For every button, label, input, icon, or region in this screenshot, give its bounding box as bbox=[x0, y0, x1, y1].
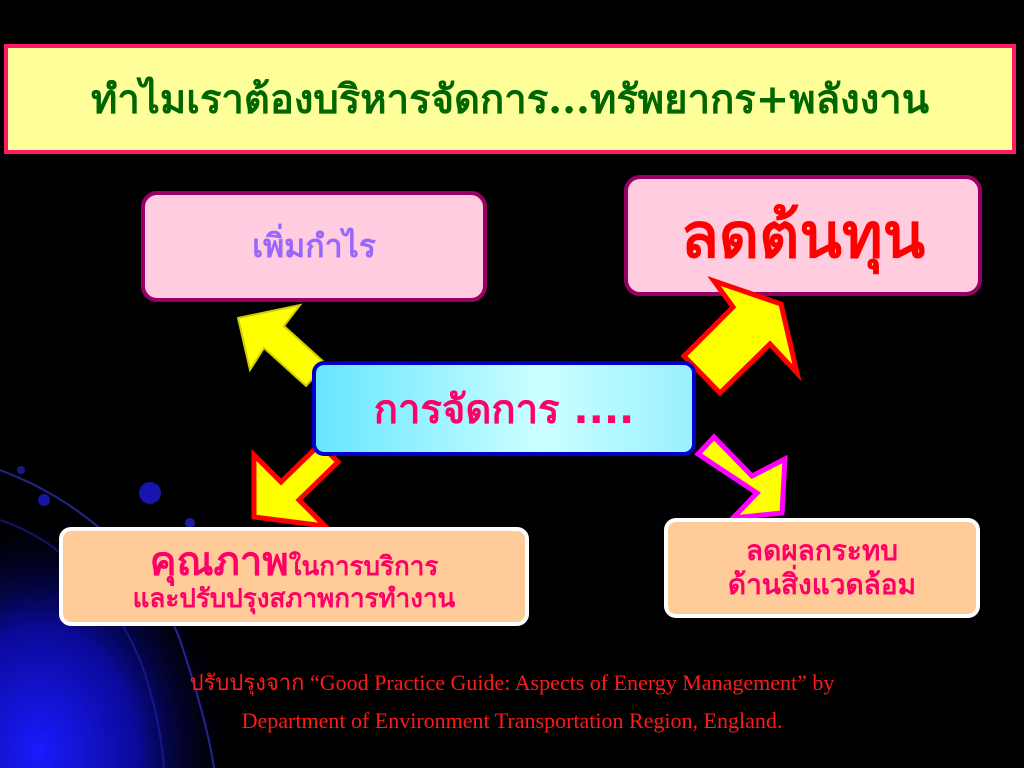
profit-box: เพิ่มกำไร bbox=[141, 191, 487, 302]
center-label: การจัดการ .... bbox=[373, 386, 635, 433]
title-box: ทำไมเราต้องบริหารจัดการ...ทรัพยากร+พลังง… bbox=[4, 44, 1016, 154]
center-management-box: การจัดการ .... bbox=[312, 361, 696, 456]
quality-box: คุณภาพในการบริการ และปรับปรุงสภาพการทำงา… bbox=[59, 527, 529, 626]
quality-line-2: และปรับปรุงสภาพการทำงาน bbox=[132, 583, 456, 614]
profit-label: เพิ่มกำไร bbox=[252, 227, 376, 265]
arrow-to-quality-icon bbox=[251, 440, 342, 530]
arrow-to-cost-icon bbox=[680, 276, 802, 397]
source-citation: ปรับปรุงจาก “Good Practice Guide: Aspect… bbox=[0, 664, 1024, 740]
quality-heading: คุณภาพ bbox=[149, 538, 289, 585]
cost-reduction-box: ลดต้นทุน bbox=[624, 175, 982, 296]
environment-box: ลดผลกระทบ ด้านสิ่งแวดล้อม bbox=[664, 518, 980, 618]
slide-title: ทำไมเราต้องบริหารจัดการ...ทรัพยากร+พลังง… bbox=[90, 76, 930, 123]
quality-subheading: ในการบริการ bbox=[288, 551, 439, 582]
environment-line-2: ด้านสิ่งแวดล้อม bbox=[727, 568, 917, 601]
arrow-to-environment-icon bbox=[694, 433, 788, 522]
source-line-2: Department of Environment Transportation… bbox=[241, 708, 783, 733]
quality-line-1: คุณภาพในการบริการ bbox=[150, 539, 439, 585]
cost-reduction-label: ลดต้นทุน bbox=[680, 198, 926, 272]
source-line-1: ปรับปรุงจาก “Good Practice Guide: Aspect… bbox=[189, 670, 835, 695]
environment-line-1: ลดผลกระทบ bbox=[745, 534, 899, 568]
